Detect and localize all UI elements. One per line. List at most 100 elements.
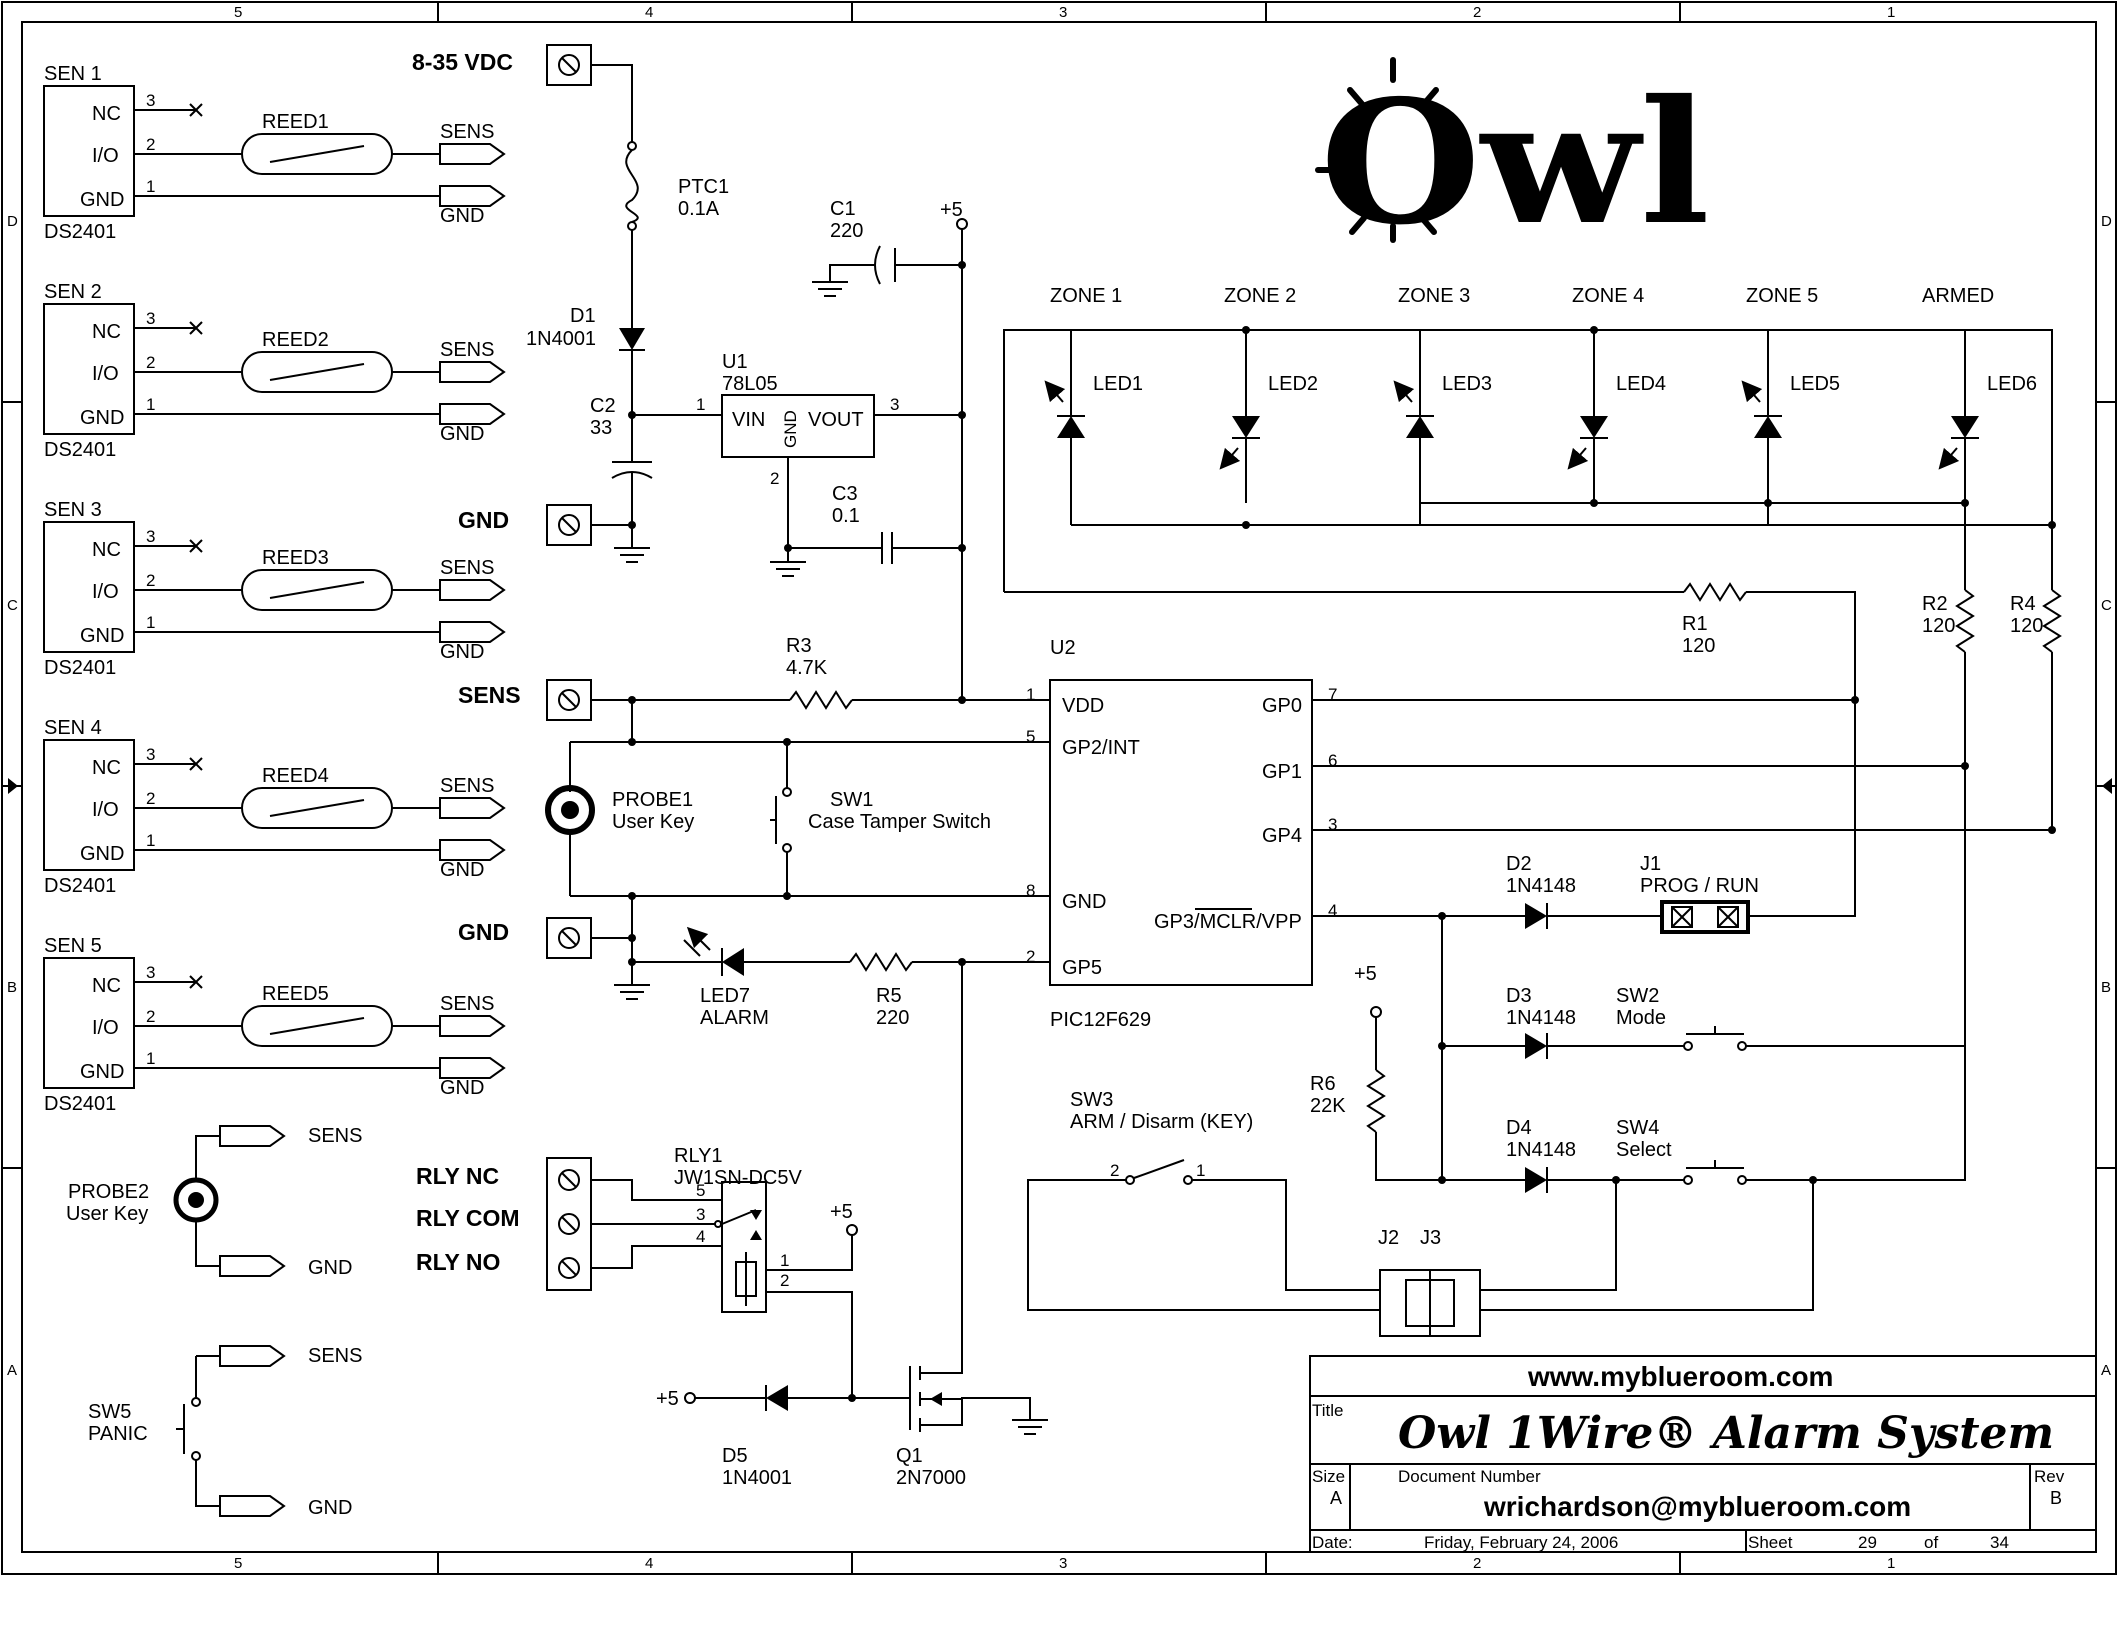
j1-ref: J1 xyxy=(1640,853,1661,875)
title-block-title-label: Title xyxy=(1312,1401,1344,1420)
r5-value: 220 xyxy=(876,1007,909,1029)
sw2-value: Mode xyxy=(1616,1007,1666,1029)
sensor-pin-1-num: 1 xyxy=(146,395,155,414)
terminal-sens xyxy=(546,679,592,721)
d3-ref: D3 xyxy=(1506,985,1532,1007)
sensor-pin-2-num: 2 xyxy=(146,789,155,808)
ds2401-body xyxy=(43,85,135,217)
sw3-arm-disarm-switch xyxy=(1125,1159,1193,1185)
u2-ref: U2 xyxy=(1050,637,1076,659)
d4-ref: D4 xyxy=(1506,1117,1532,1139)
d5-value: 1N4001 xyxy=(722,1467,792,1489)
sensor-pin-gnd: GND xyxy=(80,625,124,647)
sensor-pin-1-num: 1 xyxy=(146,177,155,196)
gnd-port-icon xyxy=(219,1495,286,1517)
gnd-port-icon xyxy=(439,185,506,207)
d1-ref: D1 xyxy=(570,305,596,327)
sensor-pin-nc: NC xyxy=(92,757,121,779)
rly1-pin3: 3 xyxy=(696,1205,705,1224)
ground-symbol xyxy=(770,548,806,577)
u1-pin3: 3 xyxy=(890,395,899,414)
frame-col-bottom-1: 1 xyxy=(1887,1555,1895,1572)
sheet-frame xyxy=(1,1,2117,1575)
sensor-name: SEN 3 xyxy=(44,499,102,521)
frame-row-right-c: C xyxy=(2101,597,2112,614)
sens-port-icon xyxy=(439,579,506,601)
probe2-section: SENS GND PROBE2 User Key xyxy=(66,1125,362,1279)
sensor-out-gnd: GND xyxy=(440,423,484,445)
ds2401-body xyxy=(43,957,135,1089)
rly-nc-label: RLY NC xyxy=(416,1163,499,1189)
reed-ref: REED5 xyxy=(262,983,329,1005)
rly1-value: JW1SN-DC5V xyxy=(674,1167,802,1189)
sw1-ref: SW1 xyxy=(830,789,873,811)
frame-row-right-b: B xyxy=(2101,979,2111,996)
sensor-pin-nc: NC xyxy=(92,321,121,343)
led-icon xyxy=(1580,416,1608,438)
zone-label: ZONE 5 xyxy=(1746,285,1818,307)
sun-rays-icon xyxy=(1315,57,1471,243)
u2-pin-right-1-num: 7 xyxy=(1328,685,1337,704)
u2-pin-right-1-name: GP0 xyxy=(1262,695,1302,717)
title-block-rev: B xyxy=(2050,1488,2062,1508)
sw1-tamper-switch xyxy=(770,787,792,853)
u2-microcontroller: U2 PIC12F629 1 VDD 5 GP2/INT 8 GND 2 GP5… xyxy=(1026,637,1337,1031)
frame-col-bottom-2: 2 xyxy=(1473,1555,1481,1572)
sw5-sens: SENS xyxy=(308,1345,362,1367)
sensor-out-sens: SENS xyxy=(440,993,494,1015)
sw2-mode-button xyxy=(1683,1026,1747,1051)
sensor-out-gnd: GND xyxy=(440,859,484,881)
r6-vcc-label: +5 xyxy=(1354,963,1377,985)
frame-row-left-a: A xyxy=(7,1362,17,1379)
frame-row-left-b: B xyxy=(7,979,17,996)
regulator-section: U1 78L05 VIN VOUT GND 1 3 2 C3 0.1 +5 C1… xyxy=(632,198,968,700)
sensor-pin-gnd: GND xyxy=(80,1061,124,1083)
title-block-website[interactable]: www.myblueroom.com xyxy=(1527,1361,1833,1392)
frame-col-top-2: 2 xyxy=(1473,4,1481,21)
gnd-port-icon xyxy=(439,403,506,425)
u1-vin: VIN xyxy=(732,409,765,431)
q1-mosfet xyxy=(909,1362,988,1432)
u1-value: 78L05 xyxy=(722,373,778,395)
title-block-sheet-label: Sheet xyxy=(1748,1533,1793,1552)
sensor-pin-io: I/O xyxy=(92,1017,119,1039)
led-ref: LED1 xyxy=(1093,373,1143,395)
j1-value: PROG / RUN xyxy=(1640,875,1759,897)
c3-capacitor xyxy=(881,532,893,564)
d3-value: 1N4148 xyxy=(1506,1007,1576,1029)
r6-value: 22K xyxy=(1310,1095,1346,1117)
frame-col-bottom-5: 5 xyxy=(234,1555,242,1572)
sensor-out-sens: SENS xyxy=(440,121,494,143)
u1-pin2: 2 xyxy=(770,469,779,488)
led-bank-wiring: R1 120 R2 120 R4 120 xyxy=(1003,329,2062,1046)
led-icon xyxy=(1057,416,1085,438)
ds2401-body xyxy=(43,521,135,653)
frame-row-right-d: D xyxy=(2101,213,2112,230)
u1-vout: VOUT xyxy=(808,409,864,431)
sensor-pin-2-num: 2 xyxy=(146,135,155,154)
sensor-pin-nc: NC xyxy=(92,975,121,997)
sensor-part: DS2401 xyxy=(44,439,116,461)
led-ref: LED2 xyxy=(1268,373,1318,395)
led7-value: ALARM xyxy=(700,1007,769,1029)
title-block-date: Friday, February 24, 2006 xyxy=(1424,1533,1618,1552)
u2-pin-left-2-name: GP2/INT xyxy=(1062,737,1140,759)
title-block-docnum[interactable]: wrichardson@myblueroom.com xyxy=(1483,1491,1911,1522)
title-block-of: 34 xyxy=(1990,1533,2009,1552)
sensor-pin-3-num: 3 xyxy=(146,527,155,546)
r6-ref: R6 xyxy=(1310,1073,1336,1095)
u2-pin-right-4-name: GP3/MCLR/VPP xyxy=(1154,911,1302,933)
sensor-part: DS2401 xyxy=(44,1093,116,1115)
rly1-relay xyxy=(721,1181,767,1313)
sens-port-icon xyxy=(219,1125,286,1147)
r2-ref: R2 xyxy=(1922,593,1948,615)
reed-ref: REED1 xyxy=(262,111,329,133)
sensor-pin-2-num: 2 xyxy=(146,353,155,372)
